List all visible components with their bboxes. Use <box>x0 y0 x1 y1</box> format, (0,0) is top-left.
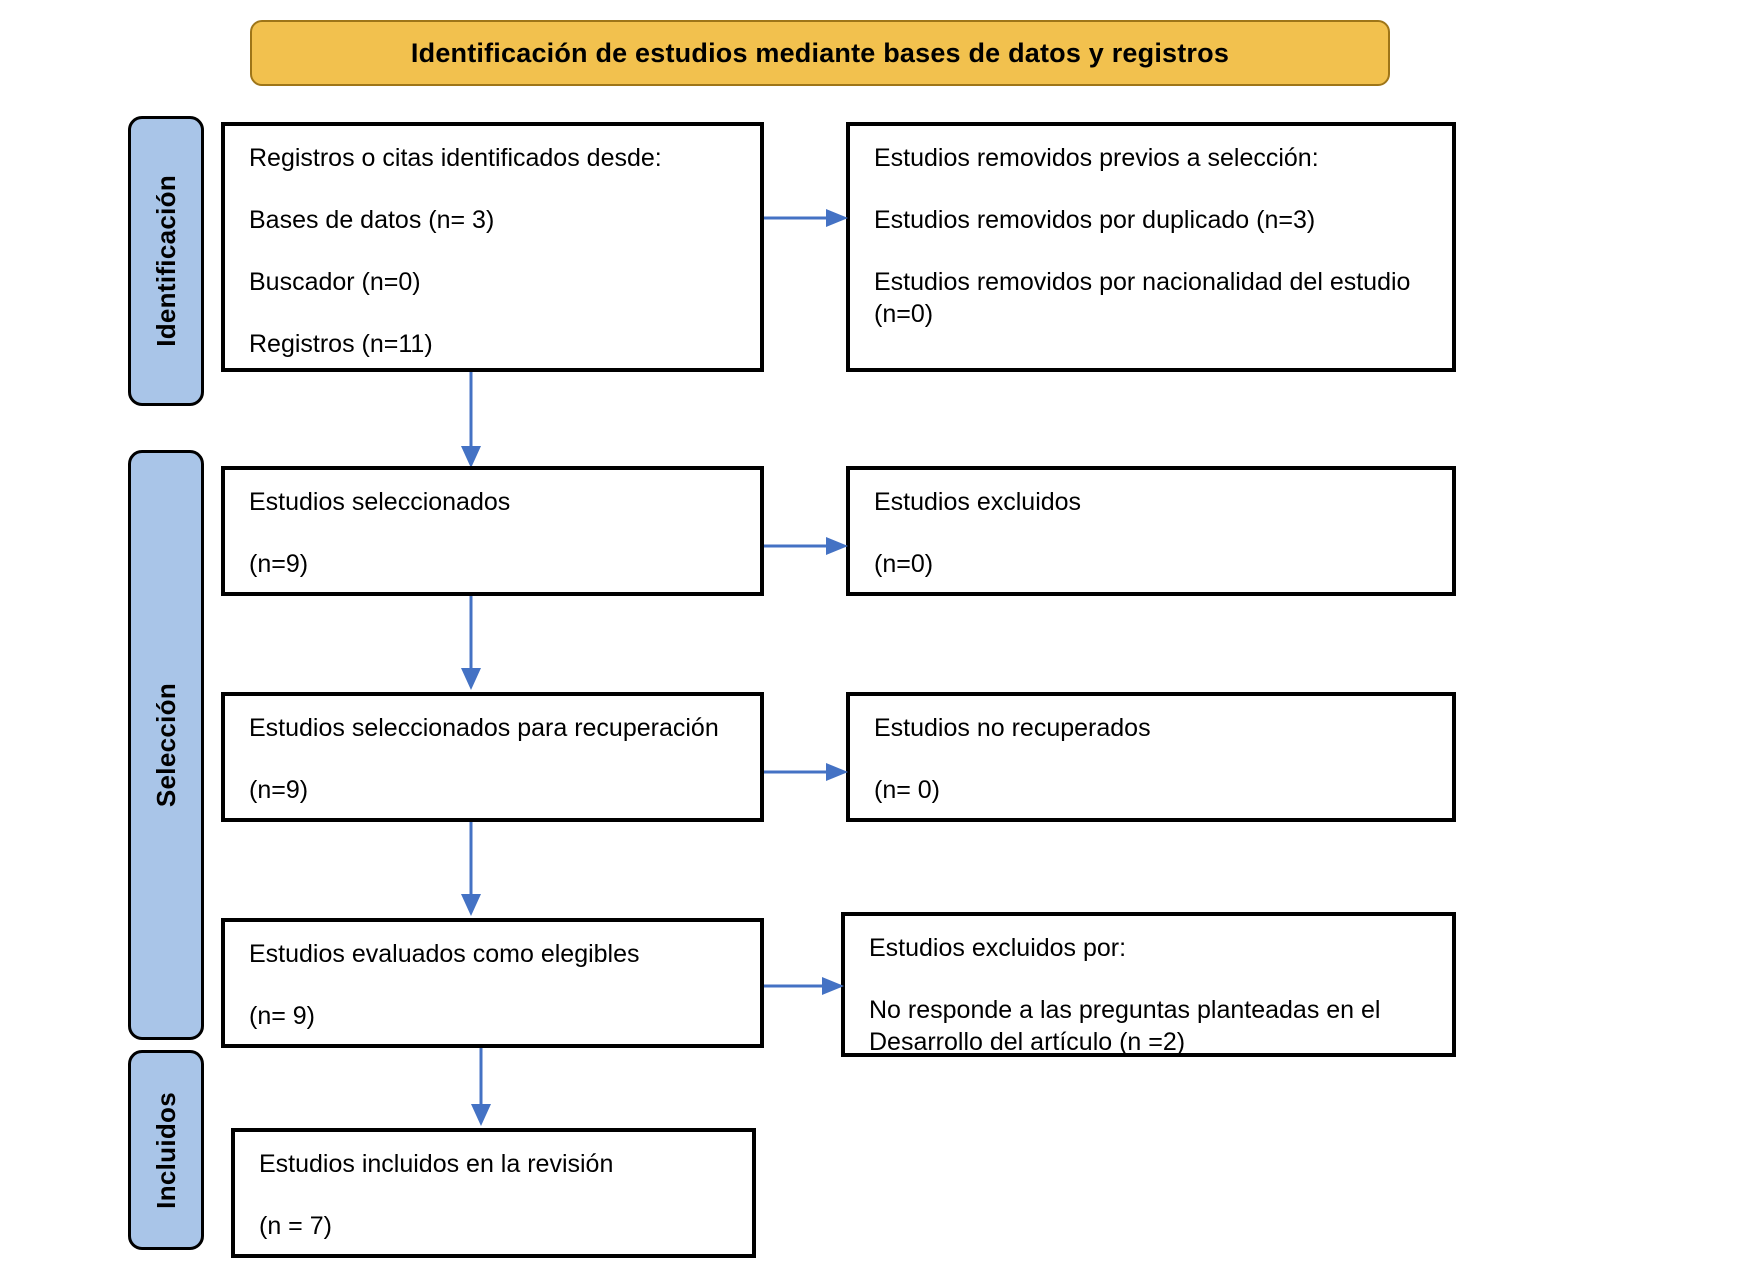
box-line: Estudios incluidos en la revisión <box>259 1150 614 1178</box>
stage-label-identificacion: Identificación <box>128 116 204 406</box>
box-line: Registros o citas identificados desde: <box>249 144 662 172</box>
stage-label-text: Identificación <box>150 175 181 347</box>
box-line: Estudios removidos por nacionalidad del … <box>874 268 1411 328</box>
arrow-identified-to-screened <box>455 372 487 470</box>
arrow-eligible-to-included <box>465 1048 497 1128</box>
box-studies-sought: Estudios seleccionados para recuperación… <box>221 692 764 822</box>
box-line: (n= 0) <box>874 776 941 804</box>
box-line: Estudios excluidos <box>874 488 1082 516</box>
box-studies-screened: Estudios seleccionados (n=9) <box>221 466 764 596</box>
box-line: Estudios seleccionados <box>249 488 511 516</box>
stage-label-incluidos: Incluidos <box>128 1050 204 1250</box>
box-line: (n=0) <box>874 550 934 578</box>
diagram-header-banner: Identificación de estudios mediante base… <box>250 20 1390 86</box>
arrow-sought-to-not-retrieved <box>764 760 850 784</box>
box-line: (n= 9) <box>249 1002 316 1030</box>
box-line: Buscador (n=0) <box>249 268 421 296</box>
box-line: Estudios removidos previos a selección: <box>874 144 1319 172</box>
banner-title: Identificación de estudios mediante base… <box>410 37 1230 68</box>
stage-label-seleccion: Selección <box>128 450 204 1040</box>
box-line: Estudios evaluados como elegibles <box>249 940 640 968</box>
box-line: (n=9) <box>249 550 309 578</box>
box-records-removed: Estudios removidos previos a selección: … <box>846 122 1456 372</box>
box-line: No responde a las preguntas planteadas e… <box>869 996 1381 1056</box>
box-line: Estudios seleccionados para recuperación <box>249 714 719 742</box>
arrow-sought-to-eligible <box>455 822 487 918</box>
box-line: (n=9) <box>249 776 309 804</box>
box-records-identified: Registros o citas identificados desde: B… <box>221 122 764 372</box>
box-line: Registros (n=11) <box>249 330 433 358</box>
box-studies-excluded: Estudios excluidos (n=0) <box>846 466 1456 596</box>
box-line: Estudios removidos por duplicado (n=3) <box>874 206 1316 234</box>
box-line: Estudios no recuperados <box>874 714 1151 742</box>
arrow-eligible-to-excluded-reasons <box>764 974 846 998</box>
arrow-screened-to-sought <box>455 596 487 692</box>
box-line: (n = 7) <box>259 1212 332 1240</box>
box-studies-not-retrieved: Estudios no recuperados (n= 0) <box>846 692 1456 822</box>
box-studies-eligible: Estudios evaluados como elegibles (n= 9) <box>221 918 764 1048</box>
stage-label-text: Selección <box>150 682 181 808</box>
box-studies-excluded-reasons: Estudios excluidos por: No responde a la… <box>841 912 1456 1057</box>
arrow-screened-to-excluded <box>764 534 850 558</box>
arrow-identified-to-removed <box>764 206 850 230</box>
box-line: Bases de datos (n= 3) <box>249 206 495 234</box>
box-line: Estudios excluidos por: <box>869 934 1127 962</box>
stage-label-text: Incluidos <box>150 1091 181 1209</box>
box-studies-included: Estudios incluidos en la revisión (n = 7… <box>231 1128 756 1258</box>
